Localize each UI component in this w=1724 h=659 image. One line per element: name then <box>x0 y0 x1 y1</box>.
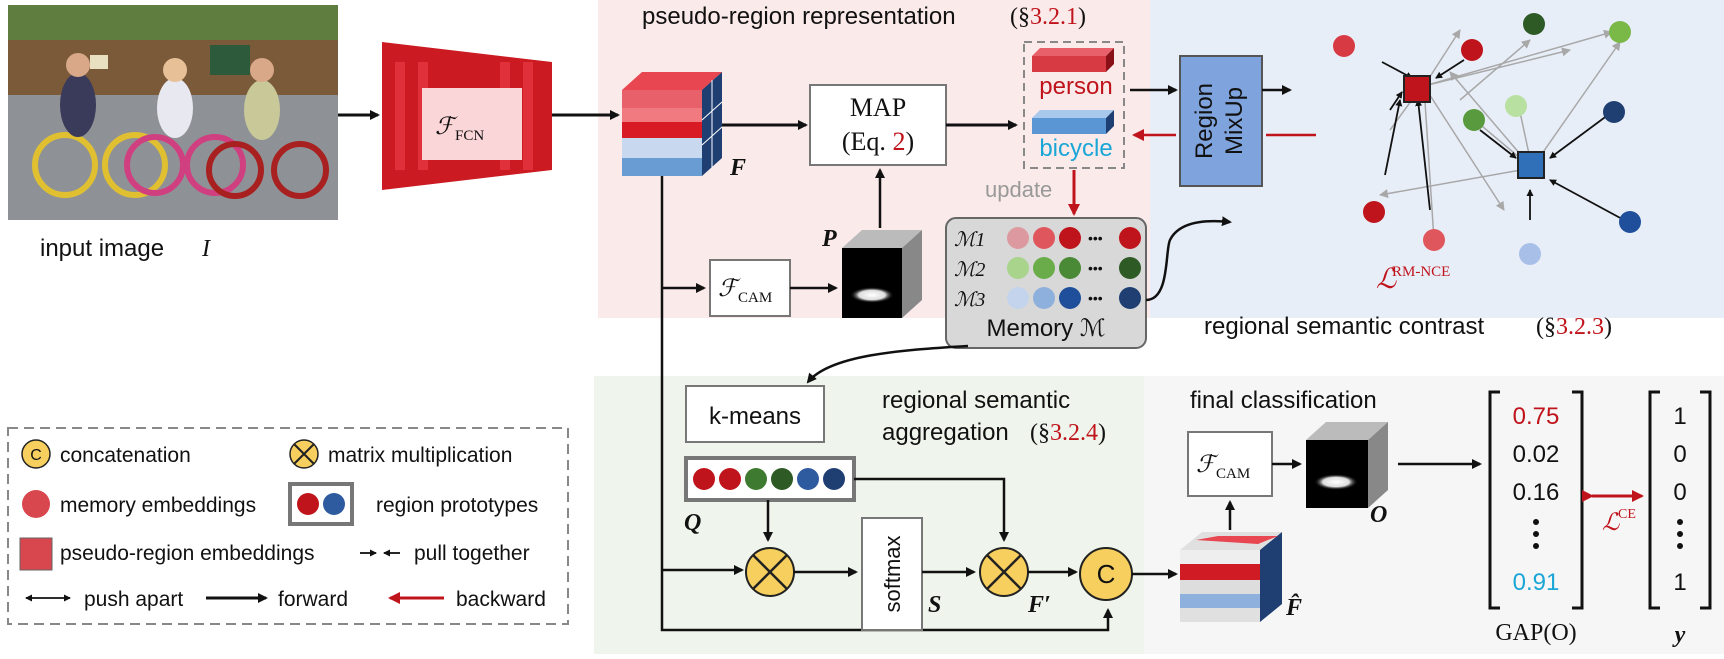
legend-concatenation: concatenation <box>60 444 191 467</box>
y-value-3: 0 <box>1673 479 1686 506</box>
f-label: F <box>729 155 746 181</box>
memory-ellipsis-3: ••• <box>1088 290 1103 306</box>
concat-legend-icon-letter: C <box>30 447 42 464</box>
q-prototypes <box>693 468 845 490</box>
map-eq: (Eq. 2) <box>842 127 914 156</box>
memory-label: Memory ℳ <box>986 315 1105 342</box>
kmeans-label: k-means <box>709 403 801 430</box>
gap-value-4: 0.91 <box>1513 569 1560 596</box>
pseudo-emb-legend-icon <box>19 537 53 571</box>
softmax-label: softmax <box>880 535 905 612</box>
aggregation-ref: (§3.2.4) <box>1030 420 1106 446</box>
legend-region-proto: region prototypes <box>376 494 538 517</box>
update-label: update <box>985 177 1052 202</box>
mixup-line2: MixUp <box>1221 87 1248 155</box>
memory-row-1: ℳ1 <box>954 229 985 251</box>
cam-final-label: ℱ <box>1196 452 1219 478</box>
input-image-label: input image <box>40 235 164 262</box>
map-box <box>809 84 947 166</box>
cam-box-top <box>709 259 791 317</box>
pseudo-region-title: pseudo-region representation <box>642 3 956 30</box>
bicycle-label: bicycle <box>1039 135 1112 162</box>
fhat-label: F̂ <box>1285 594 1302 621</box>
memory-box <box>945 217 1147 349</box>
memory-emb-legend-icon <box>22 490 50 518</box>
ce-loss-sup: CE <box>1618 507 1636 522</box>
gap-vdots <box>1533 519 1539 549</box>
concat-legend-icon <box>21 439 51 469</box>
y-value-4: 1 <box>1673 569 1686 596</box>
contrast-title: regional semantic contrast <box>1204 313 1484 340</box>
kmeans-box <box>685 385 825 443</box>
ce-loss: ℒ <box>1602 510 1620 536</box>
input-image-symbol: I <box>201 236 211 262</box>
person-embedding-bar <box>1032 48 1114 72</box>
y-vdots <box>1677 519 1683 549</box>
y-label: y <box>1672 622 1686 648</box>
memory-ellipsis-1: ••• <box>1088 230 1103 246</box>
y-bracket-right <box>1700 390 1712 610</box>
fprime-label: F′ <box>1027 592 1051 618</box>
rm-nce-loss: ℒ <box>1376 264 1397 295</box>
arrow-q-to-mult2 <box>854 477 1009 542</box>
memory-row-3: ℳ3 <box>954 289 985 311</box>
o-label: O <box>1370 502 1387 528</box>
legend-push: push apart <box>84 588 183 611</box>
arrow-memory-to-contrast <box>1145 216 1232 302</box>
gap-value-1: 0.75 <box>1513 403 1560 430</box>
fcn-label: ℱ <box>435 114 458 140</box>
y-bracket-left <box>1648 390 1660 610</box>
concat-symbol: C <box>1097 559 1116 589</box>
gap-value-2: 0.02 <box>1513 441 1560 468</box>
gap-label: GAP(O) <box>1495 620 1576 646</box>
cam-box-final <box>1187 431 1273 497</box>
rm-nce-loss-sup: RM-NCE <box>1392 264 1450 280</box>
contrast-graph <box>1333 13 1641 265</box>
cam-top-label: ℱ <box>718 276 741 302</box>
legend-memory-emb: memory embeddings <box>60 494 256 517</box>
fhat-cube <box>1180 532 1282 622</box>
bicycle-embedding-bar <box>1032 110 1114 134</box>
q-label: Q <box>684 510 701 536</box>
pseudo-region-ref: (§3.2.1) <box>1010 4 1086 30</box>
y-value-1: 1 <box>1673 403 1686 430</box>
legend-pull: pull together <box>414 542 530 565</box>
mixup-line1: Region <box>1191 83 1218 159</box>
contrast-ref: (§3.2.3) <box>1536 314 1612 340</box>
fcn-block <box>382 42 552 190</box>
final-title: final classification <box>1190 387 1377 414</box>
p-label: P <box>821 226 837 252</box>
s-label: S <box>928 592 941 618</box>
y-value-2: 0 <box>1673 441 1686 468</box>
fcn-label-sub: FCN <box>455 128 484 144</box>
aggregation-title-2: aggregation <box>882 419 1009 446</box>
gap-value-3: 0.16 <box>1513 479 1560 506</box>
memory-dots <box>1007 227 1141 309</box>
arrow-memory-to-kmeans <box>806 344 969 384</box>
feature-cube-f <box>622 72 723 176</box>
person-label: person <box>1039 73 1112 100</box>
cam-top-sub: CAM <box>738 290 772 306</box>
map-title: MAP <box>850 93 906 122</box>
memory-row-2: ℳ2 <box>954 259 985 281</box>
region-proto-legend-red <box>297 493 319 515</box>
legend-matrix-mult: matrix multiplication <box>328 444 512 467</box>
aggregation-title-1: regional semantic <box>882 387 1070 414</box>
legend-forward: forward <box>278 588 348 611</box>
region-proto-legend-blue <box>323 493 345 515</box>
gap-bracket-left <box>1488 390 1500 610</box>
softmax-box <box>861 517 923 631</box>
p-cube <box>842 230 922 318</box>
legend-backward: backward <box>456 588 546 611</box>
o-cube <box>1306 422 1388 508</box>
input-image-photo <box>8 5 338 220</box>
memory-ellipsis-2: ••• <box>1088 260 1103 276</box>
class-embeddings-box <box>1023 41 1125 169</box>
legend-pseudo-emb: pseudo-region embeddings <box>60 542 315 565</box>
region-mixup-box <box>1179 55 1263 187</box>
cam-final-sub: CAM <box>1216 466 1250 482</box>
